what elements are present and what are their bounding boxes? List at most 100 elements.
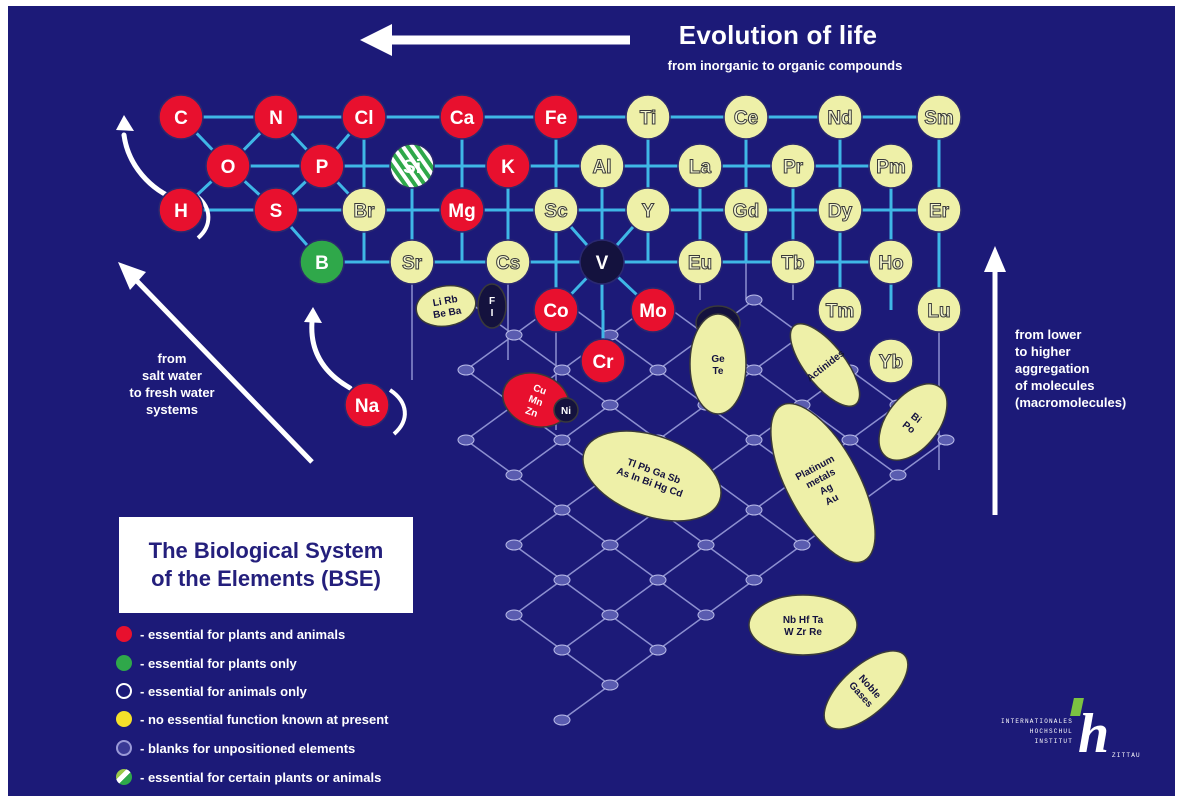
element-node (253, 94, 299, 140)
lattice-line (465, 334, 515, 371)
blank-node (649, 364, 667, 376)
element-node (677, 143, 723, 189)
element-node (677, 239, 723, 285)
page-title: Evolution of life (678, 20, 878, 50)
blank-node (793, 539, 811, 551)
blank-node (697, 539, 715, 551)
lattice-line (561, 579, 611, 616)
element-node (439, 187, 485, 233)
blank-node (745, 294, 763, 306)
salt-note-line: salt water (142, 368, 202, 383)
lattice-line (513, 614, 563, 651)
blank-node-icon (116, 740, 132, 756)
group-label: Li Rb (432, 294, 459, 309)
element-symbol: Na (355, 396, 380, 417)
element-node (723, 94, 769, 140)
element-node (868, 143, 914, 189)
element-symbol: La (689, 157, 712, 178)
element-symbol: Cs (496, 253, 520, 274)
element-node (817, 187, 863, 233)
legend-label: - essential for certain plants or animal… (140, 769, 382, 785)
element-node (723, 187, 769, 233)
element-node (485, 239, 531, 285)
legend-label: - essential for plants only (140, 655, 297, 671)
logo-mark: h (1078, 703, 1110, 765)
element-symbol: K (501, 157, 515, 178)
element-node (916, 94, 962, 140)
lattice-line (897, 439, 947, 476)
logo-line: INTERNATIONALES (1000, 718, 1073, 725)
lattice-line (705, 509, 755, 546)
element-symbol: Sr (402, 253, 423, 274)
blank-node (697, 609, 715, 621)
bse-title-line-1: The Biological System (148, 538, 384, 563)
left-arrow-head (360, 24, 392, 56)
blank-node (553, 714, 571, 726)
blank-node (745, 434, 763, 446)
agg-note-line: to higher (1015, 344, 1071, 359)
element-symbol: Ce (734, 108, 758, 129)
element-symbol: O (221, 157, 236, 178)
blank-node (745, 574, 763, 586)
curved-arrow-head (304, 307, 322, 323)
lattice-line (561, 614, 611, 651)
element-symbol: H (174, 201, 188, 222)
logo-line: ZITTAU (1112, 752, 1141, 759)
element-node (868, 338, 914, 384)
blank-node (553, 504, 571, 516)
legend-item-plants-animals: - essential for plants and animals (116, 623, 345, 645)
element-symbol: Mg (448, 201, 475, 222)
group-label: Te (713, 366, 724, 377)
legend-label: - essential for plants and animals (140, 626, 346, 642)
page-subtitle: from inorganic to organic compounds (667, 58, 903, 73)
group-ellipse (789, 322, 861, 408)
blank-node (553, 574, 571, 586)
element-node (485, 143, 531, 189)
blank-node (745, 504, 763, 516)
element-symbol: Co (543, 301, 568, 322)
legend-label: - no essential function known at present (140, 711, 389, 727)
lattice-line (609, 579, 659, 616)
element-group: Ni (553, 397, 579, 423)
legend-item-plants-only: - essential for plants only (116, 652, 297, 674)
group-ellipse (415, 284, 477, 328)
group-label: Cu (531, 383, 547, 398)
element-symbol: Al (593, 157, 612, 178)
element-node (299, 143, 345, 189)
element-symbol: C (174, 108, 188, 129)
element-symbol: Yb (879, 352, 903, 373)
element-node (344, 382, 390, 428)
element-node (916, 187, 962, 233)
blank-node (505, 539, 523, 551)
blank-node (937, 434, 955, 446)
blank-node (601, 679, 619, 691)
agg-note-line: of molecules (1015, 378, 1095, 393)
group-ellipse (748, 594, 858, 656)
lattice-line (753, 544, 803, 581)
element-node (579, 143, 625, 189)
group-ellipse (689, 313, 747, 415)
element-node (341, 187, 387, 233)
element-node (299, 239, 345, 285)
element-node (533, 187, 579, 233)
element-symbol: Si (403, 157, 421, 178)
lattice-line (561, 649, 611, 686)
element-symbol: Ho (878, 253, 903, 274)
lattice-line (609, 649, 659, 686)
striped-dot-icon (116, 769, 132, 785)
lattice-line (849, 439, 899, 476)
lattice-line (561, 684, 611, 721)
element-symbol: N (269, 108, 283, 129)
element-node (625, 94, 671, 140)
blank-node (649, 574, 667, 586)
element-node (770, 143, 816, 189)
element-symbol: Nd (827, 108, 852, 129)
lattice-line (657, 579, 707, 616)
element-symbol: Br (353, 201, 375, 222)
element-node (341, 94, 387, 140)
diagonal-arrow-head (118, 262, 146, 290)
lattice-line (657, 544, 707, 581)
blank-node (505, 329, 523, 341)
